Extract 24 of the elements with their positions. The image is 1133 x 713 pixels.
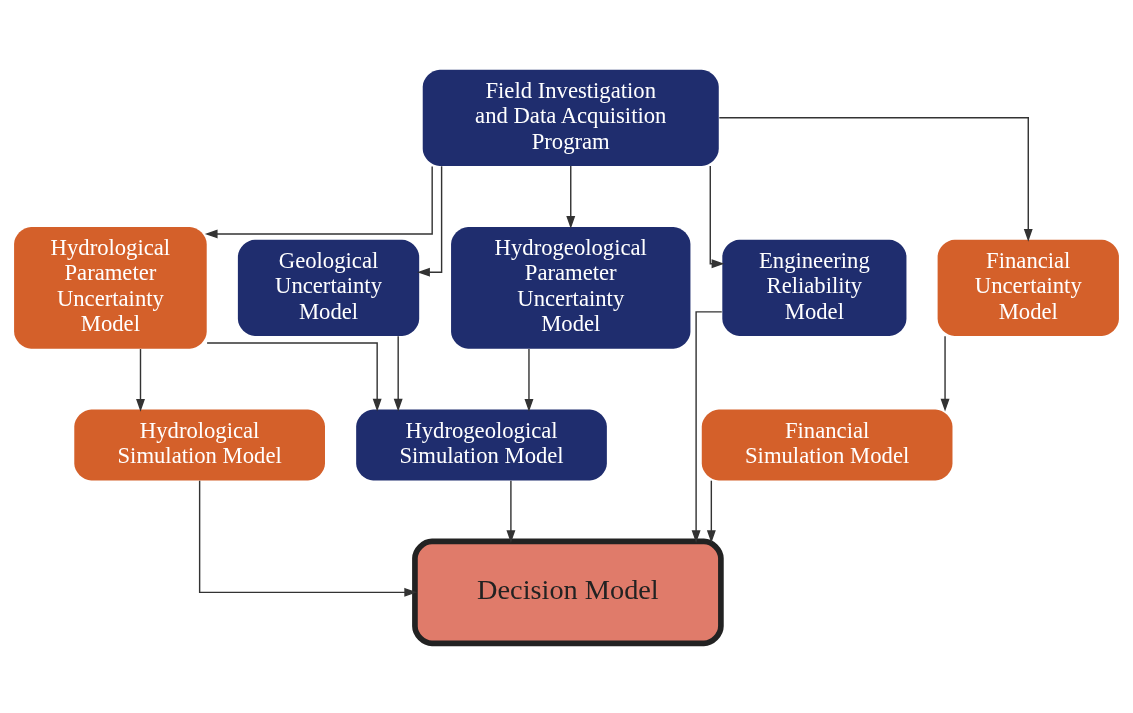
node-box: Decision Model (412, 538, 724, 647)
node-box: Hydrogeological Simulation Model (356, 409, 607, 481)
node-box: Hydrogeological Parameter Uncertainty Model (451, 226, 691, 349)
arrow (524, 348, 534, 412)
node-box: Engineering Reliability Model (722, 239, 907, 336)
node-box: Hydrological Simulation Model (74, 409, 325, 481)
arrow (198, 480, 418, 597)
arrow (506, 480, 516, 543)
arrow (417, 165, 443, 277)
arrow (691, 311, 723, 544)
arrow (204, 165, 433, 239)
arrow (206, 342, 382, 412)
node-box: Financial Uncertainty Model (937, 239, 1119, 336)
arrow (709, 165, 725, 269)
node-box: Geological Uncertainty Model (237, 239, 420, 336)
arrow (706, 480, 716, 543)
arrow (566, 165, 576, 229)
arrow (136, 348, 145, 412)
arrow (940, 335, 950, 412)
node-box: Field Investigation and Data Acquisition Program (422, 69, 719, 166)
arrow (718, 117, 1033, 242)
node-box: Hydrological Parameter Uncertainty Model (14, 226, 207, 349)
arrow (393, 335, 403, 412)
node-box: Financial Simulation Model (701, 409, 953, 481)
